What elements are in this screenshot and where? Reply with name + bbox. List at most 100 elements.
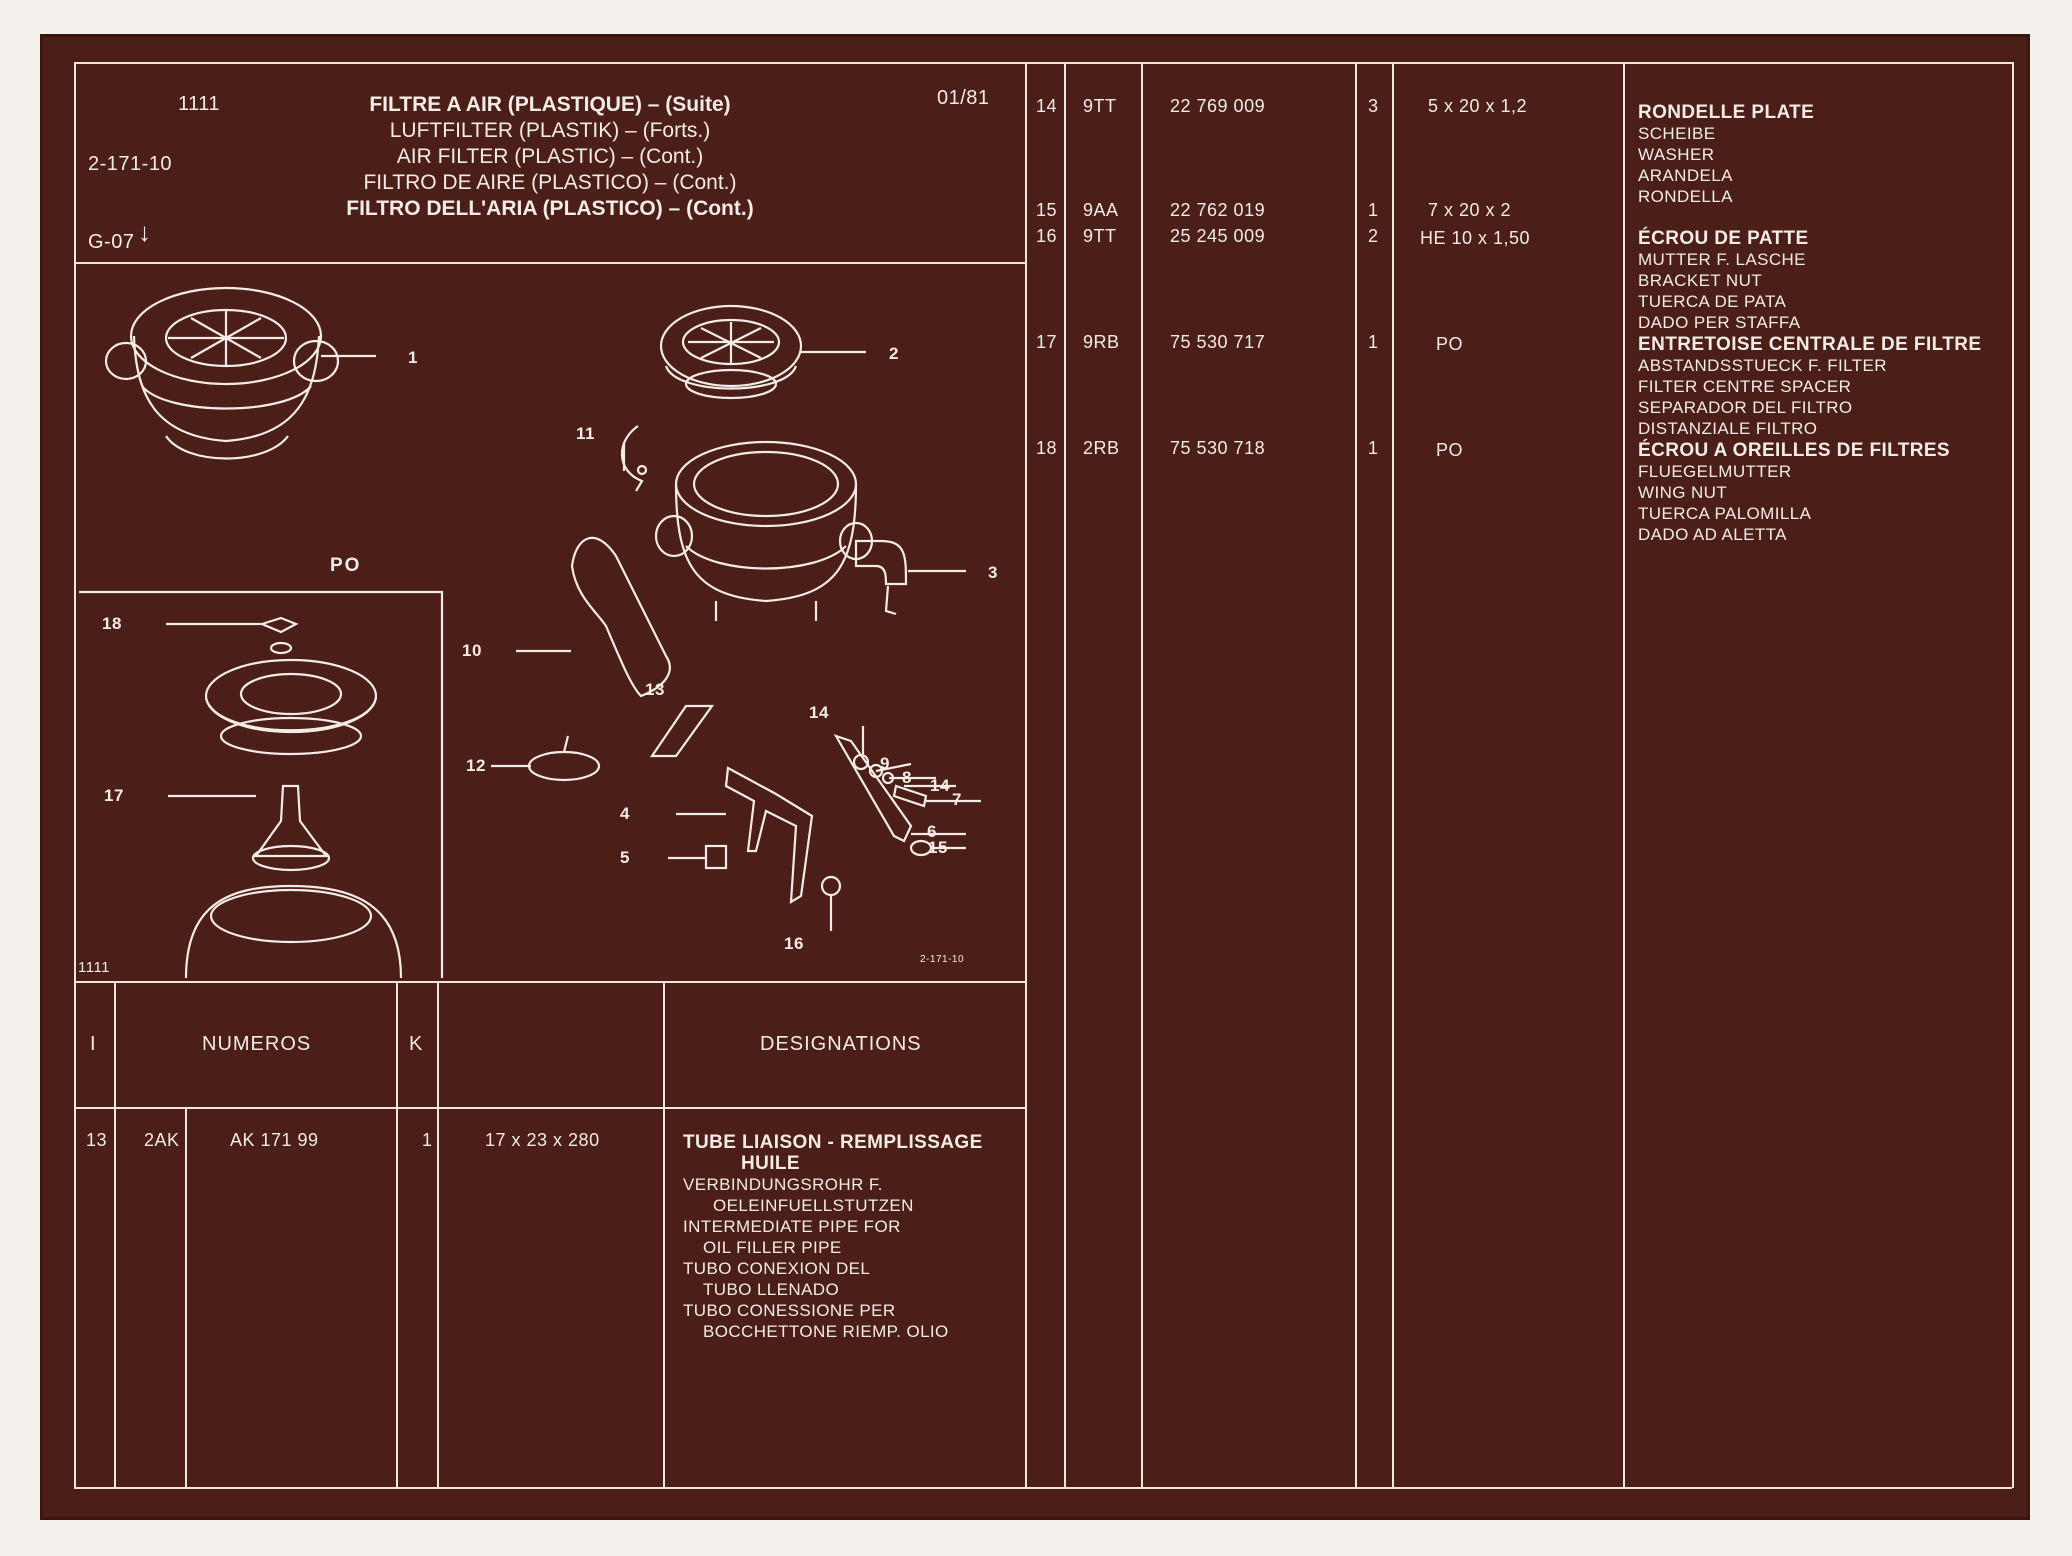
title-de: LUFTFILTER (PLASTIK) – (Forts.) xyxy=(389,119,711,142)
title-en: AIR FILTER (PLASTIC) – (Cont.) xyxy=(396,145,704,168)
part-2-filter-lid xyxy=(659,304,803,400)
row18-dimension: PO xyxy=(1436,440,1464,460)
callout-17: 17 xyxy=(104,786,124,805)
row13-code: 2AK xyxy=(144,1130,180,1150)
row17-index: 17 xyxy=(1036,332,1058,352)
row18-desig-2: WING NUT xyxy=(1638,483,1728,502)
row17-part-number: 75 530 717 xyxy=(1170,332,1266,352)
row18-desig-1: FLUEGELMUTTER xyxy=(1638,462,1792,481)
rcol-line-1 xyxy=(1064,62,1066,1488)
inset-frame xyxy=(79,590,444,978)
row13-index: 13 xyxy=(86,1130,108,1150)
row14-desig-4: RONDELLA xyxy=(1638,187,1733,206)
inset-housing xyxy=(184,884,403,978)
title-es: FILTRO DE AIRE (PLASTICO) – (Cont.) xyxy=(363,171,737,194)
callout-1: 1 xyxy=(408,348,418,367)
row18-index: 18 xyxy=(1036,438,1058,458)
inset-filter-lid xyxy=(204,658,378,756)
row13-designations: TUBE LIAISON - REMPLISSAGE HUILE VERBIND… xyxy=(683,1132,983,1342)
part-13-tube xyxy=(649,704,715,758)
row14-part-number: 22 769 009 xyxy=(1170,96,1266,116)
row18-part-number: 75 530 718 xyxy=(1170,438,1266,458)
row18-desig-4: DADO AD ALETTA xyxy=(1638,525,1787,544)
col-line-desig xyxy=(663,981,665,1488)
frame-bottom xyxy=(74,1487,2012,1489)
row13-desig-it-2: BOCCHETTONE RIEMP. OLIO xyxy=(703,1322,949,1341)
row17-qty: 1 xyxy=(1368,332,1379,352)
row16-qty: 2 xyxy=(1368,226,1379,246)
row17-designations: ENTRETOISE CENTRALE DE FILTRE ABSTANDSST… xyxy=(1638,334,1981,439)
row15-part-number: 22 762 019 xyxy=(1170,200,1266,220)
part-11-clip xyxy=(620,425,648,492)
row13-dimension: 17 x 23 x 280 xyxy=(485,1130,600,1150)
row13-desig-de: VERBINDUNGSROHR F. xyxy=(683,1175,883,1194)
row16-desig-3: TUERCA DE PATA xyxy=(1638,292,1787,311)
row17-desig-4: DISTANZIALE FILTRO xyxy=(1638,419,1818,438)
callout-5: 5 xyxy=(620,848,630,867)
title-fr: FILTRE A AIR (PLASTIQUE) – (Suite) xyxy=(369,93,731,116)
rcol-line-2 xyxy=(1141,62,1143,1488)
rcol-line-3 xyxy=(1355,62,1357,1488)
down-arrow-icon: ↓ xyxy=(138,217,152,247)
callout-10: 10 xyxy=(462,641,482,660)
header-bottom xyxy=(74,262,1026,264)
row15-code: 9AA xyxy=(1083,200,1119,220)
inset-label: PO xyxy=(330,555,362,576)
title-block: FILTRE A AIR (PLASTIQUE) – (Suite) LUFTF… xyxy=(320,92,780,222)
row14-dimension: 5 x 20 x 1,2 xyxy=(1428,96,1528,116)
row16-dimension: HE 10 x 1,50 xyxy=(1420,228,1531,248)
col-header-k: K xyxy=(409,1033,424,1055)
part-3-elbow xyxy=(854,539,908,616)
row14-designations: RONDELLE PLATE SCHEIBE WASHER ARANDELA R… xyxy=(1638,102,1814,207)
callout-12: 12 xyxy=(466,756,486,775)
part-5-nut-plate xyxy=(704,844,728,870)
part-16-nut xyxy=(820,875,842,897)
col-header-numeros: NUMEROS xyxy=(202,1033,312,1055)
row18-desig-0: ÉCROU A OREILLES DE FILTRES xyxy=(1638,440,1950,461)
rcol-line-5 xyxy=(1623,62,1625,1488)
row16-desig-2: BRACKET NUT xyxy=(1638,271,1763,290)
col-line-i xyxy=(114,981,116,1488)
row17-desig-0: ENTRETOISE CENTRALE DE FILTRE xyxy=(1638,334,1982,355)
row18-desig-3: TUERCA PALOMILLA xyxy=(1638,504,1812,523)
inset-part-17-spacer xyxy=(251,784,331,872)
col-line-code xyxy=(185,1107,187,1488)
callout-14b: 14 xyxy=(930,776,950,795)
rcol-line-4 xyxy=(1392,62,1394,1488)
col-line-k-right xyxy=(437,981,439,1488)
ref-code: 2-171-10 xyxy=(88,153,173,175)
callout-6: 6 xyxy=(927,822,937,841)
row14-desig-0: RONDELLE PLATE xyxy=(1638,102,1815,123)
diagram-corner-code: 1111 xyxy=(78,959,111,976)
leader-9 xyxy=(875,762,912,773)
row13-desig-en: INTERMEDIATE PIPE FOR xyxy=(683,1217,901,1236)
row16-index: 16 xyxy=(1036,226,1058,246)
filter-housing xyxy=(654,440,874,621)
callout-8: 8 xyxy=(902,768,912,787)
row13-desig-es-2: TUBO LLENADO xyxy=(703,1280,840,1299)
row14-index: 14 xyxy=(1036,96,1058,116)
callout-16: 16 xyxy=(784,934,804,953)
callout-3: 3 xyxy=(988,563,998,582)
callout-15: 15 xyxy=(928,838,948,857)
row14-desig-2: WASHER xyxy=(1638,145,1715,164)
callout-13: 13 xyxy=(645,680,665,699)
row16-part-number: 25 245 009 xyxy=(1170,226,1266,246)
row14-qty: 3 xyxy=(1368,96,1379,116)
row17-desig-1: ABSTANDSSTUECK F. FILTER xyxy=(1638,356,1887,375)
part-4-bracket xyxy=(724,766,814,905)
callout-11: 11 xyxy=(576,424,595,443)
callout-2: 2 xyxy=(889,344,899,363)
row16-designations: ÉCROU DE PATTE MUTTER F. LASCHE BRACKET … xyxy=(1638,228,1809,333)
row17-code: 9RB xyxy=(1083,332,1120,352)
callout-4: 4 xyxy=(620,804,630,823)
parts-catalog-sheet: 1111 2-171-10 01/81 G-07 ↓ FILTRE A AIR … xyxy=(40,34,2030,1520)
row17-desig-3: SEPARADOR DEL FILTRO xyxy=(1638,398,1853,417)
callout-14a: 14 xyxy=(809,703,829,722)
row15-qty: 1 xyxy=(1368,200,1379,220)
row17-desig-2: FILTER CENTRE SPACER xyxy=(1638,377,1852,396)
row13-desig-fr-2: HUILE xyxy=(741,1153,800,1174)
part-1-assembled-filter xyxy=(104,286,340,460)
table-header-top xyxy=(74,981,1026,983)
row18-code: 2RB xyxy=(1083,438,1120,458)
